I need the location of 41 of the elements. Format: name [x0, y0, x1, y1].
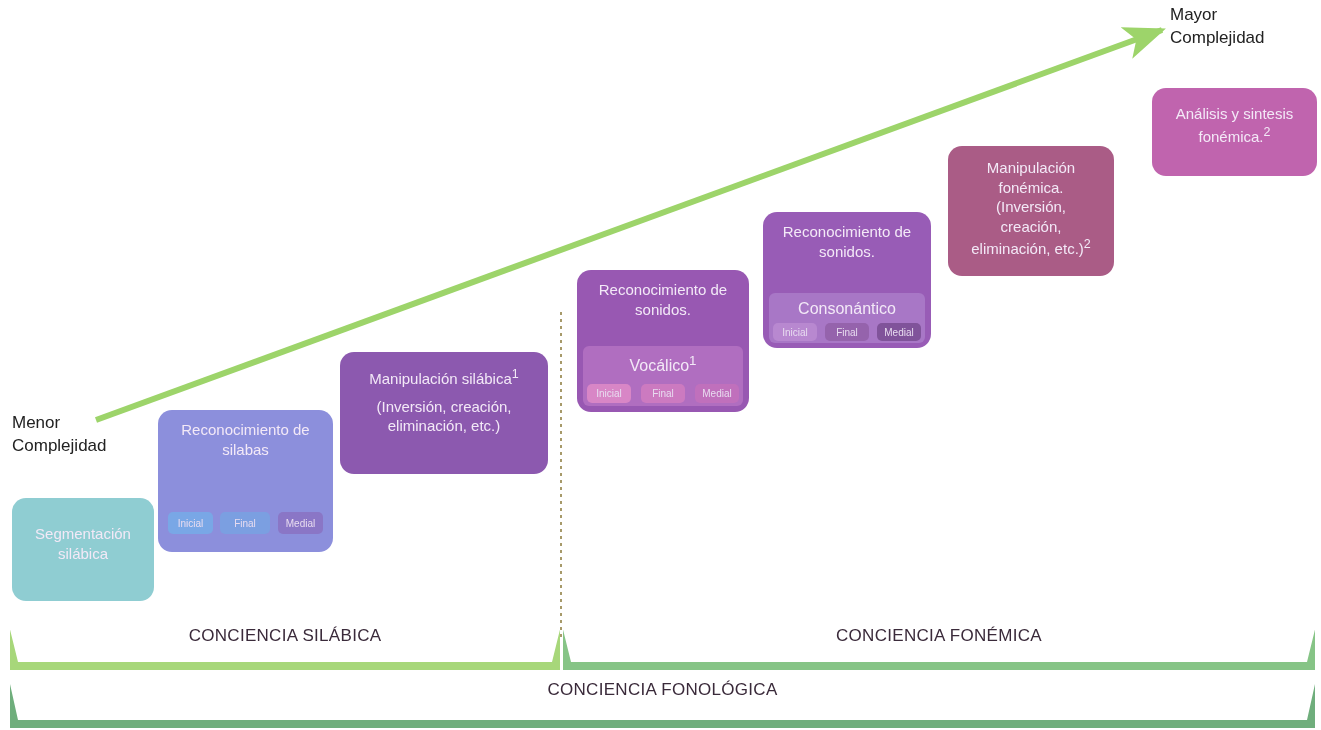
stage-box: [948, 146, 1114, 276]
subtype-panel: [583, 346, 743, 406]
chip-label: Medial: [884, 325, 914, 339]
chip-label: Final: [652, 387, 674, 400]
box-label: Manipulación fonémica. (Inversión, creación, eliminación, etc.)$^{2}$: [970, 158, 1092, 259]
position-chip: [825, 323, 869, 341]
group-label: CONCIENCIA FONÉMICA: [835, 626, 1043, 646]
arrow: [94, 27, 1166, 423]
chip-label: Inicial: [177, 516, 204, 530]
subtype-panel: [769, 293, 925, 343]
chip-label: Medial: [702, 387, 732, 400]
box-label: Reconocimiento de sonidos.: [597, 280, 729, 319]
box-label: Vocálico$^{1}$: [628, 352, 698, 377]
axis-end-label: Menor Complejidad: [12, 412, 108, 457]
position-chip: [168, 512, 213, 534]
box-label: Reconocimiento de sonidos.: [781, 222, 913, 261]
group-label: CONCIENCIA SILÁBICA: [187, 626, 383, 646]
chip-label: Inicial: [596, 387, 622, 400]
chip-label: Final: [836, 325, 858, 339]
box-label: Análisis y sintesis fonémica.$^{2}$: [1174, 104, 1295, 146]
stage-box: [158, 410, 333, 552]
stage-box: [12, 498, 154, 601]
position-chip: [877, 323, 921, 341]
chip-label: Inicial: [782, 325, 808, 339]
stage-box: [340, 352, 548, 474]
box-label: (Inversión, creación, eliminación, etc.): [375, 396, 513, 436]
position-chip: [773, 323, 817, 341]
box-label: Segmentación silábica: [34, 524, 132, 563]
group-label: CONCIENCIA FONOLÓGICA: [546, 680, 779, 700]
position-chip: [587, 384, 631, 403]
position-chip: [641, 384, 685, 403]
position-chip: [278, 512, 323, 534]
chip-label: Final: [234, 516, 256, 530]
box-label: Consonántico: [797, 299, 897, 319]
stage-box: [1152, 88, 1317, 176]
stage-box: [763, 212, 931, 348]
chip-label: Medial: [285, 516, 316, 530]
box-label: Reconocimiento de silabas: [180, 420, 311, 459]
stage-box: [577, 270, 749, 412]
axis-end-label: Mayor Complejidad: [1170, 4, 1266, 49]
box-label: Manipulación silábica$^{1}$: [368, 366, 520, 389]
